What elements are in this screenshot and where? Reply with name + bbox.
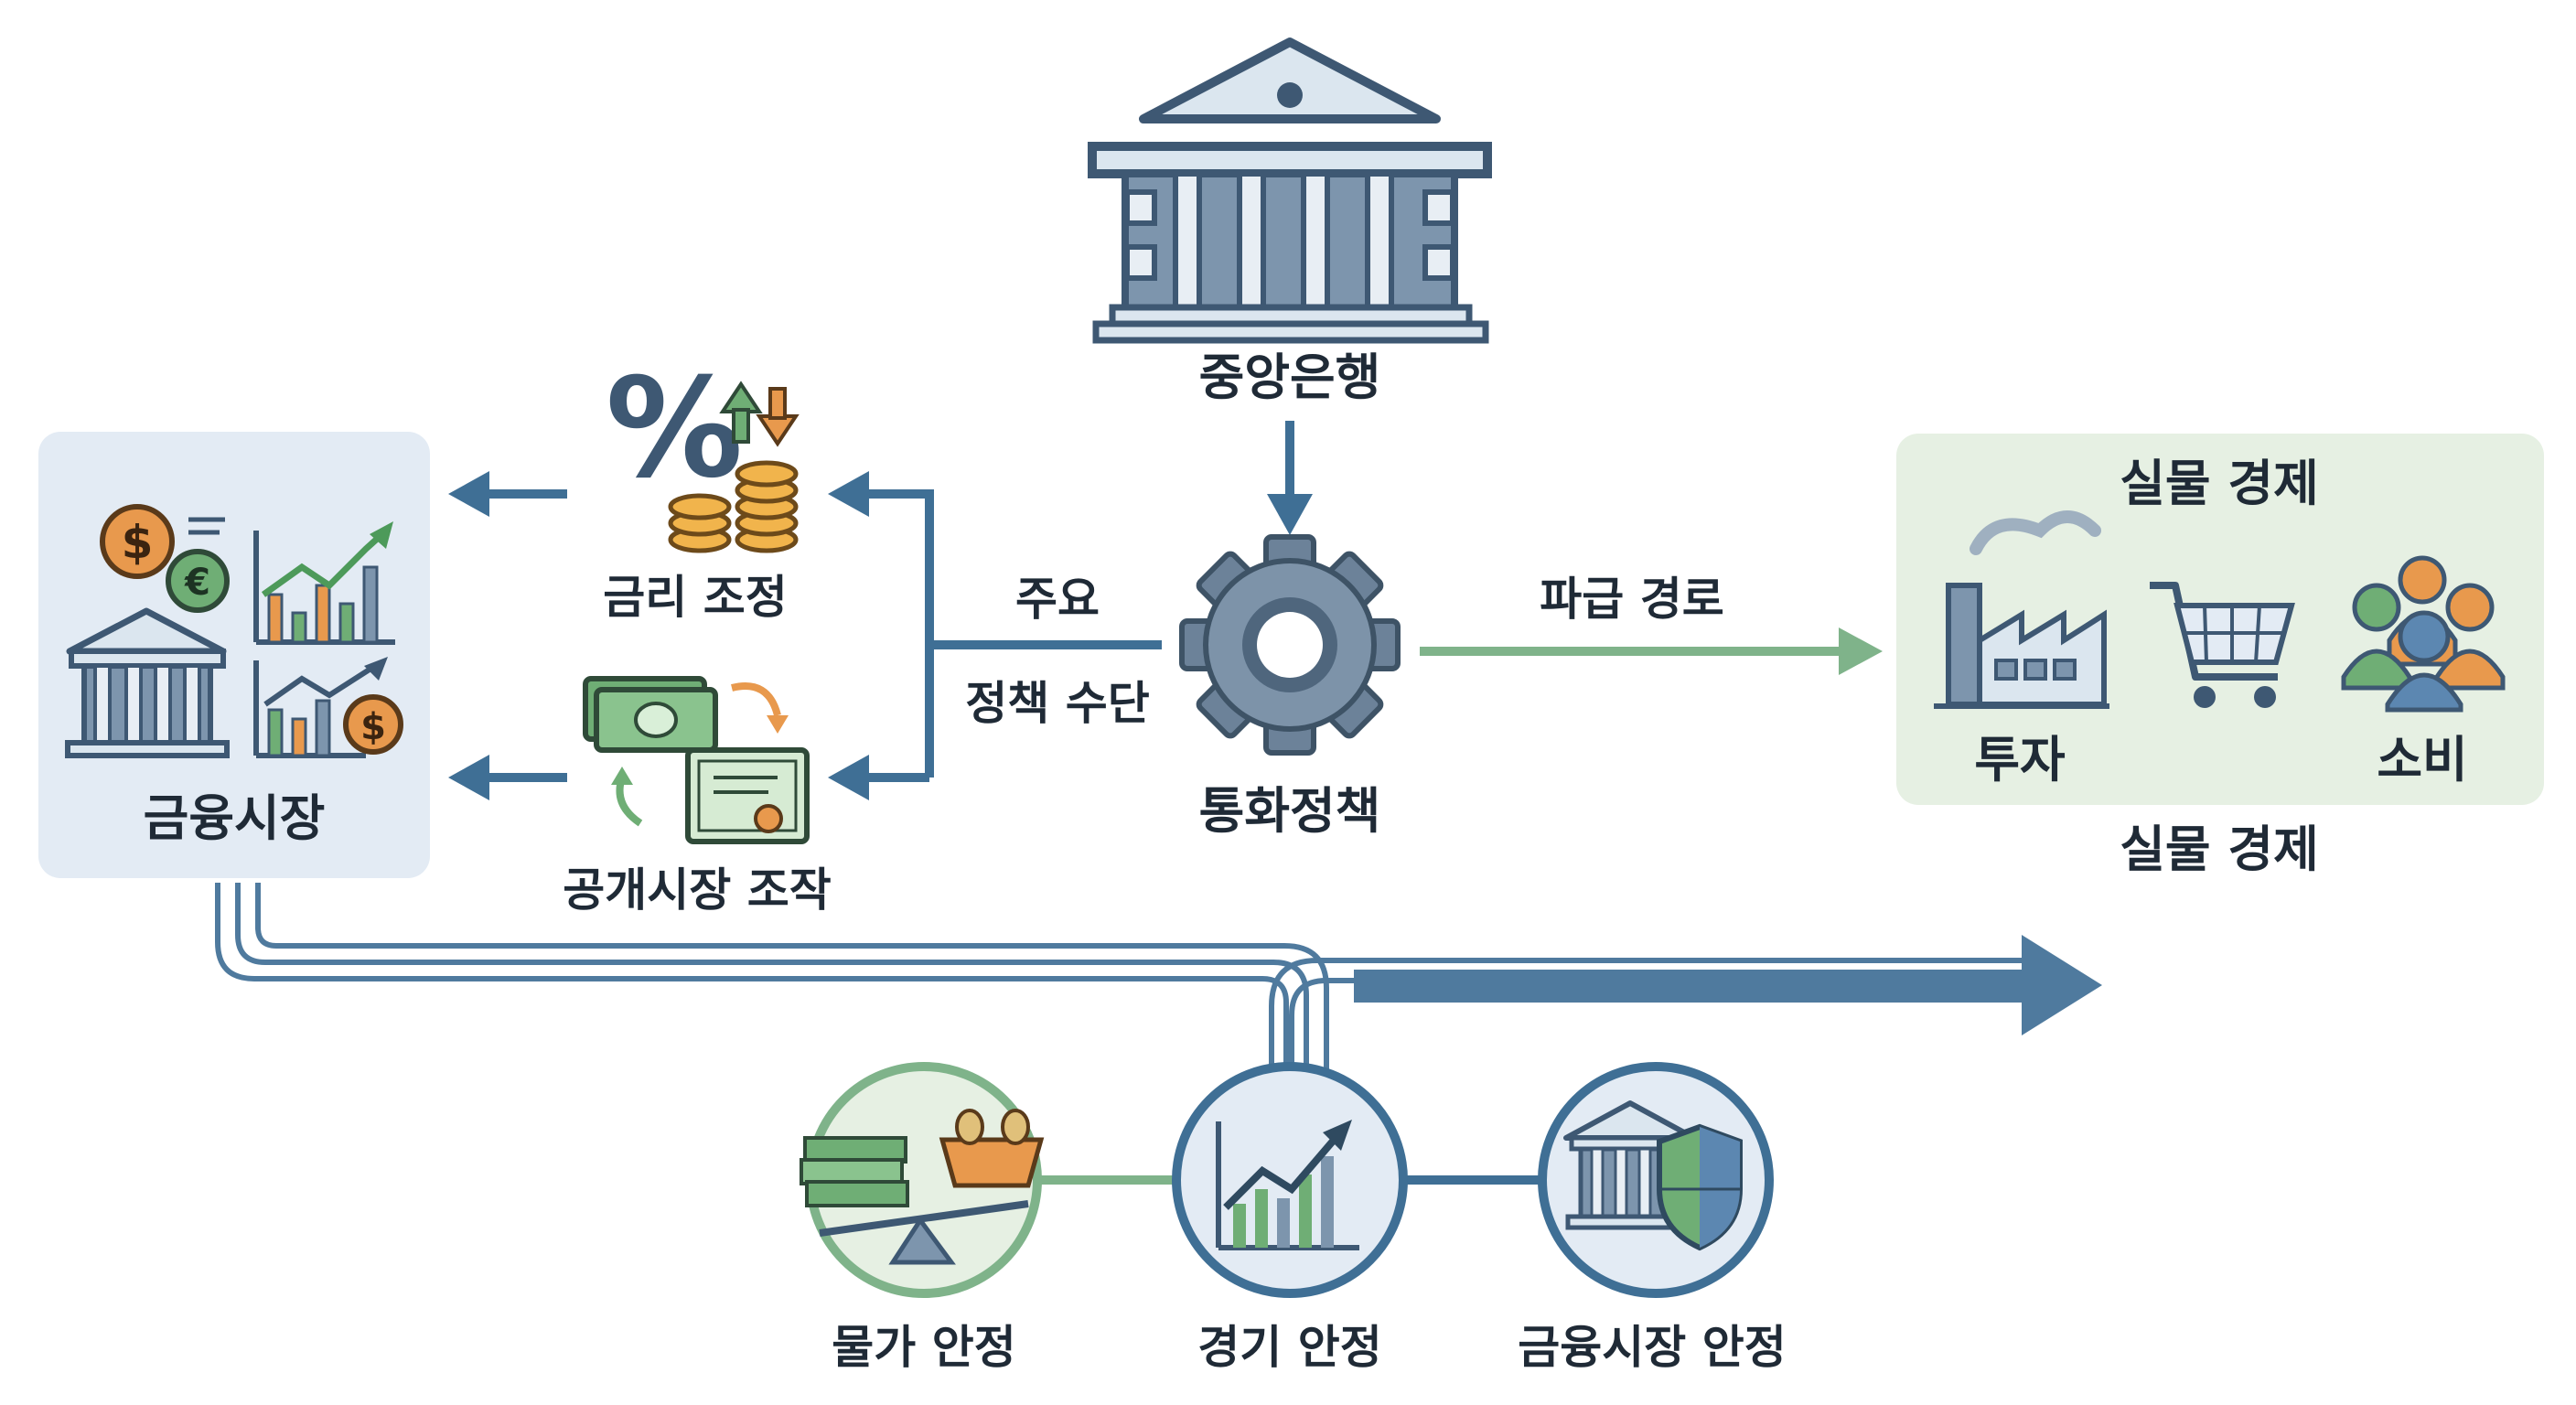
banknote-certificate-icon [583, 676, 810, 844]
factory-icon [1934, 510, 2109, 709]
price-stability-icon [800, 1062, 1045, 1298]
flow-arrow-right [1269, 935, 2102, 1089]
consumption-label: 소비 [2377, 731, 2468, 788]
monetary-policy-label: 통화정책 [1198, 782, 1381, 840]
percent-coins-icon: % [606, 349, 800, 553]
financial-market-label: 금융시장 [143, 789, 326, 847]
investment-label: 투자 [1974, 731, 2066, 788]
financial-stability-icon [1538, 1062, 1774, 1298]
people-icon [2341, 555, 2506, 713]
svg-text:%: % [606, 349, 743, 509]
financial-stability-label: 금융시장 안정 [1518, 1321, 1787, 1374]
main-tools-label-line1: 주요 [1015, 573, 1100, 626]
financial-market-icon: $ € $ [65, 504, 403, 758]
interest-rate-label: 금리 조정 [603, 571, 788, 624]
flow-to-goals [215, 883, 1329, 1089]
economy-stability-label: 경기 안정 [1197, 1321, 1382, 1374]
open-market-label: 공개시장 조작 [563, 863, 832, 917]
shopping-cart-icon [2150, 582, 2295, 708]
price-stability-label: 물가 안정 [832, 1321, 1016, 1374]
svg-text:€: € [184, 562, 210, 604]
policy-tools-connector [869, 489, 1162, 782]
central-bank-icon [1088, 38, 1492, 344]
svg-text:$: $ [122, 516, 154, 569]
svg-text:$: $ [360, 706, 386, 748]
gear-icon [1179, 534, 1401, 756]
real-economy-caption: 실물 경제 [2120, 820, 2319, 878]
real-economy-title: 실물 경제 [2120, 455, 2319, 512]
central-bank-label: 중앙은행 [1198, 349, 1381, 406]
main-tools-label-line2: 정책 수단 [965, 677, 1150, 730]
economy-stability-icon [1172, 1062, 1408, 1298]
transmission-label: 파급 경로 [1540, 573, 1724, 626]
